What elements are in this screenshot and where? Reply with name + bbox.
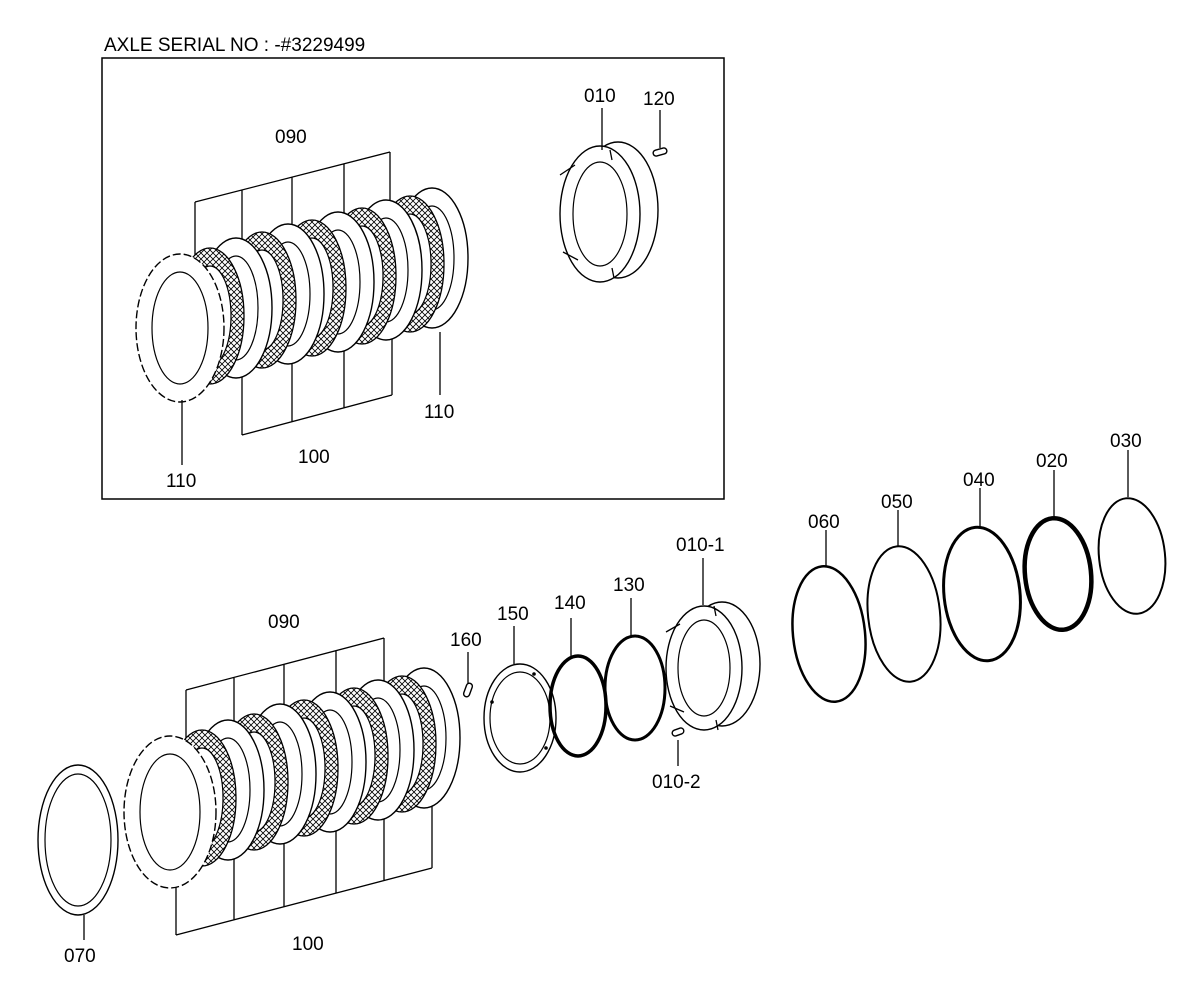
inset-frame	[101, 57, 725, 500]
main-100-bracket	[175, 803, 433, 936]
main-label-130: 130	[613, 575, 645, 596]
main-label-140: 140	[554, 593, 586, 614]
main-seal-040	[942, 525, 1022, 663]
main-seal-020	[1022, 515, 1094, 633]
inset-label-090: 090	[275, 127, 307, 148]
main-pin-010-2	[671, 727, 685, 737]
main-ring-130	[603, 634, 667, 742]
main-label-020: 020	[1036, 451, 1068, 472]
inset-label-120: 120	[643, 89, 675, 110]
main-piston-housing-010-1	[665, 601, 761, 731]
axle-serial-title: AXLE SERIAL NO : -#3229499	[104, 35, 365, 56]
main-label-160: 160	[450, 630, 482, 651]
inset-piston-housing	[559, 141, 659, 283]
main-090-bracket	[185, 637, 385, 760]
main-thrust-plate-070	[37, 764, 119, 916]
inset-pin	[652, 147, 668, 157]
inset-label-010: 010	[584, 86, 616, 107]
main-ring-140	[548, 654, 608, 758]
main-label-050: 050	[881, 492, 913, 513]
main-label-010-2: 010-2	[652, 772, 701, 793]
main-seal-030	[1097, 497, 1167, 615]
inset-090-bracket	[194, 151, 391, 272]
main-label-100: 100	[292, 934, 324, 955]
inset-label-110-right: 110	[424, 402, 454, 423]
main-label-060: 060	[808, 512, 840, 533]
main-seal-050	[866, 545, 942, 683]
main-label-090: 090	[268, 612, 300, 633]
inset-end-plate	[135, 253, 225, 403]
main-end-plate	[123, 735, 217, 889]
main-assembly: 090 160 150 140 130 010-1 010-2 060 050 …	[37, 431, 1167, 967]
inset-label-100: 100	[298, 447, 330, 468]
inset-label-110-left: 110	[166, 471, 196, 492]
inset-100-bracket	[241, 330, 393, 436]
main-label-040: 040	[963, 470, 995, 491]
main-backing-plate-150	[483, 663, 557, 773]
main-label-150: 150	[497, 604, 529, 625]
main-label-010-1: 010-1	[676, 535, 725, 556]
inset-clutch-pack: 010 120 090 110 110 100	[135, 86, 675, 492]
main-pin-160	[462, 682, 474, 698]
main-label-070: 070	[64, 946, 96, 967]
main-seal-060	[791, 565, 867, 703]
main-label-030: 030	[1110, 431, 1142, 452]
